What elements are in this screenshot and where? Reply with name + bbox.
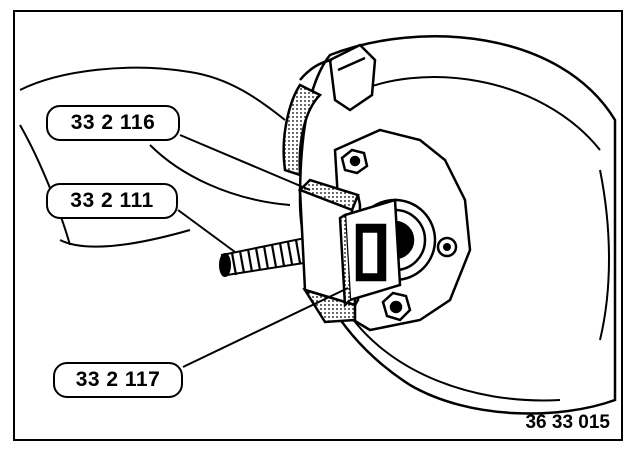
label-33-2-111: 33 2 111 <box>46 183 178 219</box>
puller-spindle <box>219 236 312 277</box>
leader-lines <box>177 134 349 368</box>
puller-plate <box>338 198 402 308</box>
label-33-2-117: 33 2 117 <box>53 362 183 398</box>
brake-caliper <box>282 43 377 177</box>
vehicle-body-lines <box>19 66 291 248</box>
wheel-bolts <box>340 148 412 322</box>
label-33-2-116: 33 2 116 <box>46 105 180 141</box>
figure-reference: 36 33 015 <box>525 412 610 433</box>
